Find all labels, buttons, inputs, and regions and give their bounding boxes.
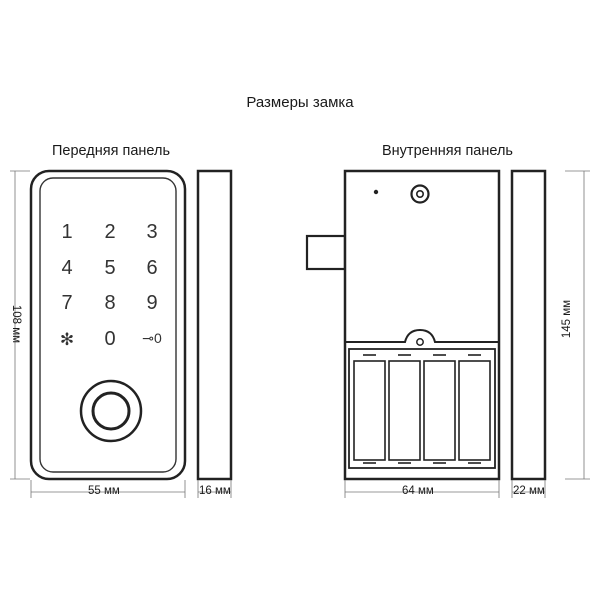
back-height-dimension: 145 мм (561, 299, 573, 339)
key-6: 6 (146, 257, 157, 279)
keypad: 1 2 3 4 5 6 7 8 9 ✻ 0 ⊸0 (60, 221, 162, 350)
front-width-dimension: 55 мм (88, 485, 120, 497)
fingerprint-sensor (79, 379, 143, 443)
front-depth-dimension: 16 мм (199, 485, 231, 497)
key-0: 0 (104, 328, 115, 350)
key-lock: ⊸0 (142, 330, 162, 346)
front-panel (29, 169, 187, 481)
back-side-view (510, 169, 547, 481)
key-star: ✻ (60, 330, 74, 349)
key-7: 7 (61, 292, 72, 314)
key-4: 4 (61, 257, 72, 279)
key-1: 1 (61, 221, 72, 243)
battery-compartment (348, 348, 496, 469)
back-dimension-lines (344, 170, 590, 498)
front-side-view (196, 169, 233, 481)
key-8: 8 (104, 292, 115, 314)
back-depth-dimension: 22 мм (513, 485, 545, 497)
key-2: 2 (104, 221, 115, 243)
front-height-dimension: 108 мм (10, 304, 22, 344)
front-dimension-lines (10, 170, 232, 498)
front-panel-label: Передняя панель (52, 143, 171, 159)
key-5: 5 (104, 257, 115, 279)
diagram-title: Размеры замка (246, 94, 354, 111)
back-width-dimension: 64 мм (402, 485, 434, 497)
back-panel-label: Внутренняя панель (382, 143, 513, 159)
key-9: 9 (146, 292, 157, 314)
key-3: 3 (146, 221, 157, 243)
